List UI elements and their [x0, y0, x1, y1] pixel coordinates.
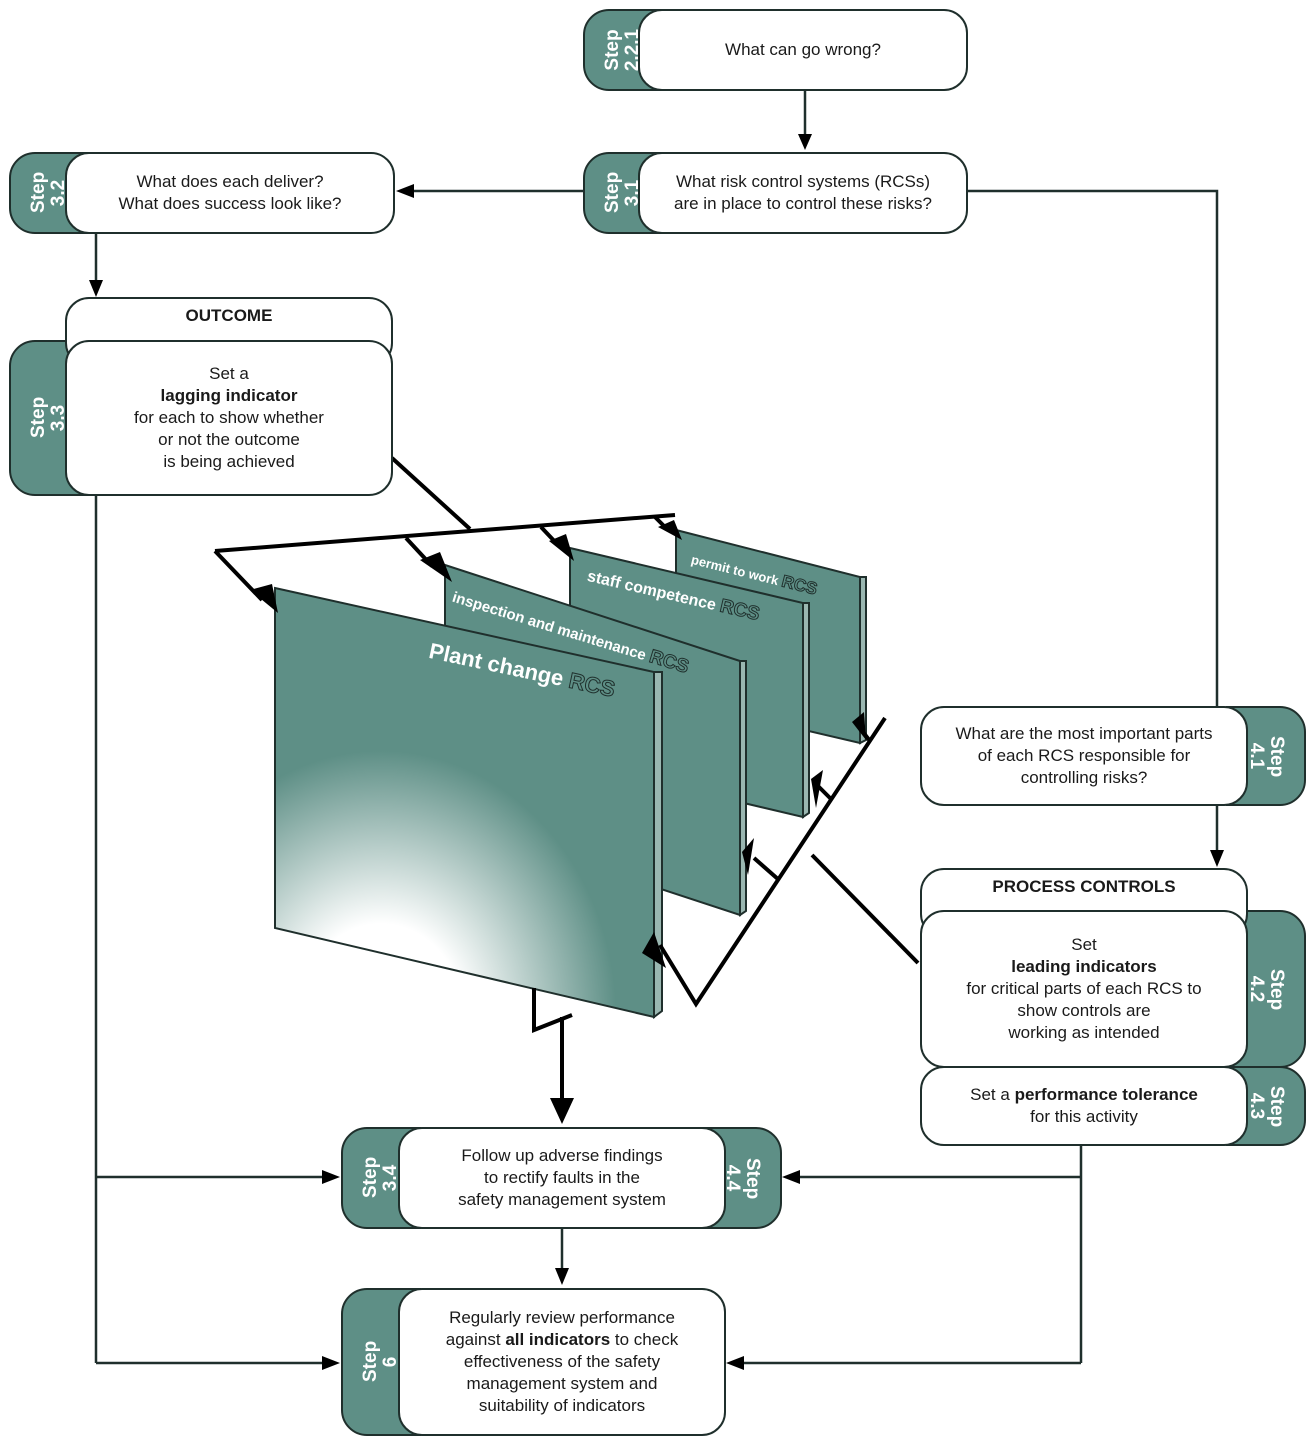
wire-31-41: [967, 189, 1219, 707]
step-4-2-box: Set leading indicators for critical part…: [920, 910, 1248, 1068]
step-4-3-line2: for this activity: [1030, 1107, 1138, 1126]
step-4-2-line3: show controls are: [1017, 1001, 1151, 1020]
step-3-1-box: What risk control systems (RCSs) are in …: [638, 152, 968, 234]
step-4-3-bold: performance tolerance: [1014, 1085, 1198, 1104]
step-3-3-line1: Set a: [209, 364, 249, 383]
step-4-2-bold: leading indicators: [1011, 957, 1157, 976]
step-6-line1: Regularly review performance: [449, 1308, 675, 1327]
step-3-3-line3: or not the outcome: [158, 430, 300, 449]
step-6-bold: all indicators: [505, 1330, 611, 1349]
step-4-1-line2: of each RCS responsible for: [977, 746, 1191, 765]
step-6-box: Regularly review performance against all…: [398, 1288, 726, 1436]
step-3-1-line1: What risk control systems (RCSs): [675, 172, 931, 191]
step-6-pre: against: [445, 1330, 506, 1349]
process-controls-header-text: PROCESS CONTROLS: [992, 877, 1176, 896]
step-6-line2: against all indicators to check: [446, 1329, 678, 1351]
step-4-2-line2: for critical parts of each RCS to: [966, 979, 1202, 998]
step-4-3-pre: Set a: [970, 1085, 1015, 1104]
step-2-2-1-text: What can go wrong?: [725, 40, 881, 59]
step-6-post: to check: [610, 1330, 679, 1349]
step-3-4-box: Follow up adverse findings to rectify fa…: [398, 1127, 726, 1229]
step-4-1-line1: What are the most important parts: [955, 724, 1213, 743]
step-3-3-bold: lagging indicator: [160, 386, 298, 405]
step-6-line4: management system and: [466, 1374, 658, 1393]
wire-panels-down: [532, 988, 573, 1033]
step-6-line5: suitability of indicators: [478, 1396, 646, 1415]
step-3-1-line2: are in place to control these risks?: [674, 194, 932, 213]
wire-33-panels: [390, 456, 472, 531]
step-3-4-line2: to rectify faults in the: [484, 1168, 640, 1187]
step-4-1-box: What are the most important parts of eac…: [920, 706, 1248, 806]
wire-42-panels: [810, 853, 920, 965]
step-4-2-line4: working as intended: [1008, 1023, 1160, 1042]
step-2-2-1-box: What can go wrong?: [638, 9, 968, 91]
step-3-2-box: What does each deliver? What does succes…: [65, 152, 395, 234]
step-3-4-line3: safety management system: [458, 1190, 666, 1209]
step-6-line3: effectiveness of the safety: [463, 1352, 661, 1371]
step-3-3-box: Set a lagging indicator for each to show…: [65, 340, 393, 496]
wire-right-bracket: [658, 716, 887, 1008]
step-3-4-line1: Follow up adverse findings: [461, 1146, 663, 1165]
step-4-3-line1: Set a performance tolerance: [970, 1084, 1198, 1106]
step-3-3-line2: for each to show whether: [134, 408, 324, 427]
step-4-1-line3: controlling risks?: [1020, 768, 1148, 787]
outcome-header-text: OUTCOME: [185, 306, 273, 325]
step-4-2-line1: Set: [1071, 935, 1097, 954]
wire-top-bracket: [214, 513, 676, 553]
panel-plant-change: [274, 586, 663, 1019]
step-3-2-line2: What does success look like?: [118, 194, 342, 213]
step-4-3-box: Set a performance tolerance for this act…: [920, 1066, 1248, 1146]
step-3-3-line4: is being achieved: [163, 452, 295, 471]
step-3-2-line1: What does each deliver?: [136, 172, 324, 191]
